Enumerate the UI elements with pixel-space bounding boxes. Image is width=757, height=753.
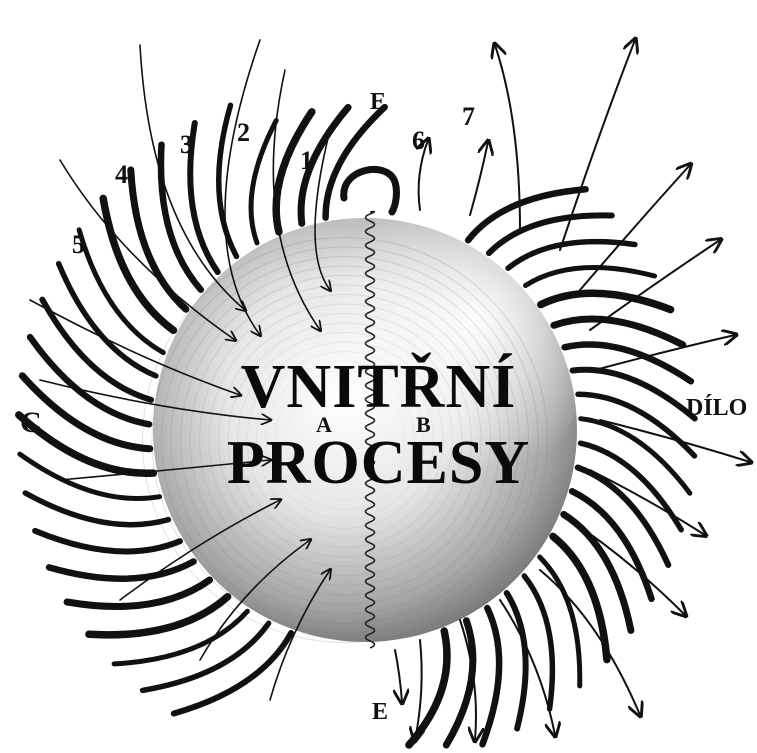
- fin-line: [483, 608, 500, 744]
- outgoing-arrow: [395, 650, 402, 702]
- label-2: 2: [237, 120, 250, 146]
- label-5: 5: [72, 232, 85, 258]
- label-4: 4: [115, 162, 128, 188]
- top-intake-loop: [344, 169, 397, 212]
- fin-line: [219, 105, 237, 256]
- fin-line: [251, 121, 276, 243]
- fin-line: [446, 621, 473, 745]
- fin-line: [553, 536, 607, 659]
- label-6: 6: [412, 128, 425, 154]
- label-7: 7: [462, 104, 475, 130]
- label-3: 3: [180, 132, 193, 158]
- fin-line: [174, 633, 291, 714]
- fin-line: [572, 491, 651, 599]
- label-1: 1: [300, 148, 313, 174]
- fin-line: [79, 230, 163, 353]
- title-line-2: PROCESY: [0, 432, 757, 494]
- fin-line: [409, 631, 447, 745]
- outgoing-arrow: [560, 40, 635, 250]
- fin-line: [524, 576, 552, 709]
- title-line-1: VNITŘNÍ: [0, 356, 757, 418]
- label-e-top: E: [370, 90, 386, 114]
- fin-line: [35, 531, 180, 552]
- outgoing-arrow: [590, 240, 720, 330]
- outgoing-arrow: [470, 142, 488, 215]
- label-e-bottom: E: [372, 700, 388, 724]
- fin-line: [67, 580, 210, 606]
